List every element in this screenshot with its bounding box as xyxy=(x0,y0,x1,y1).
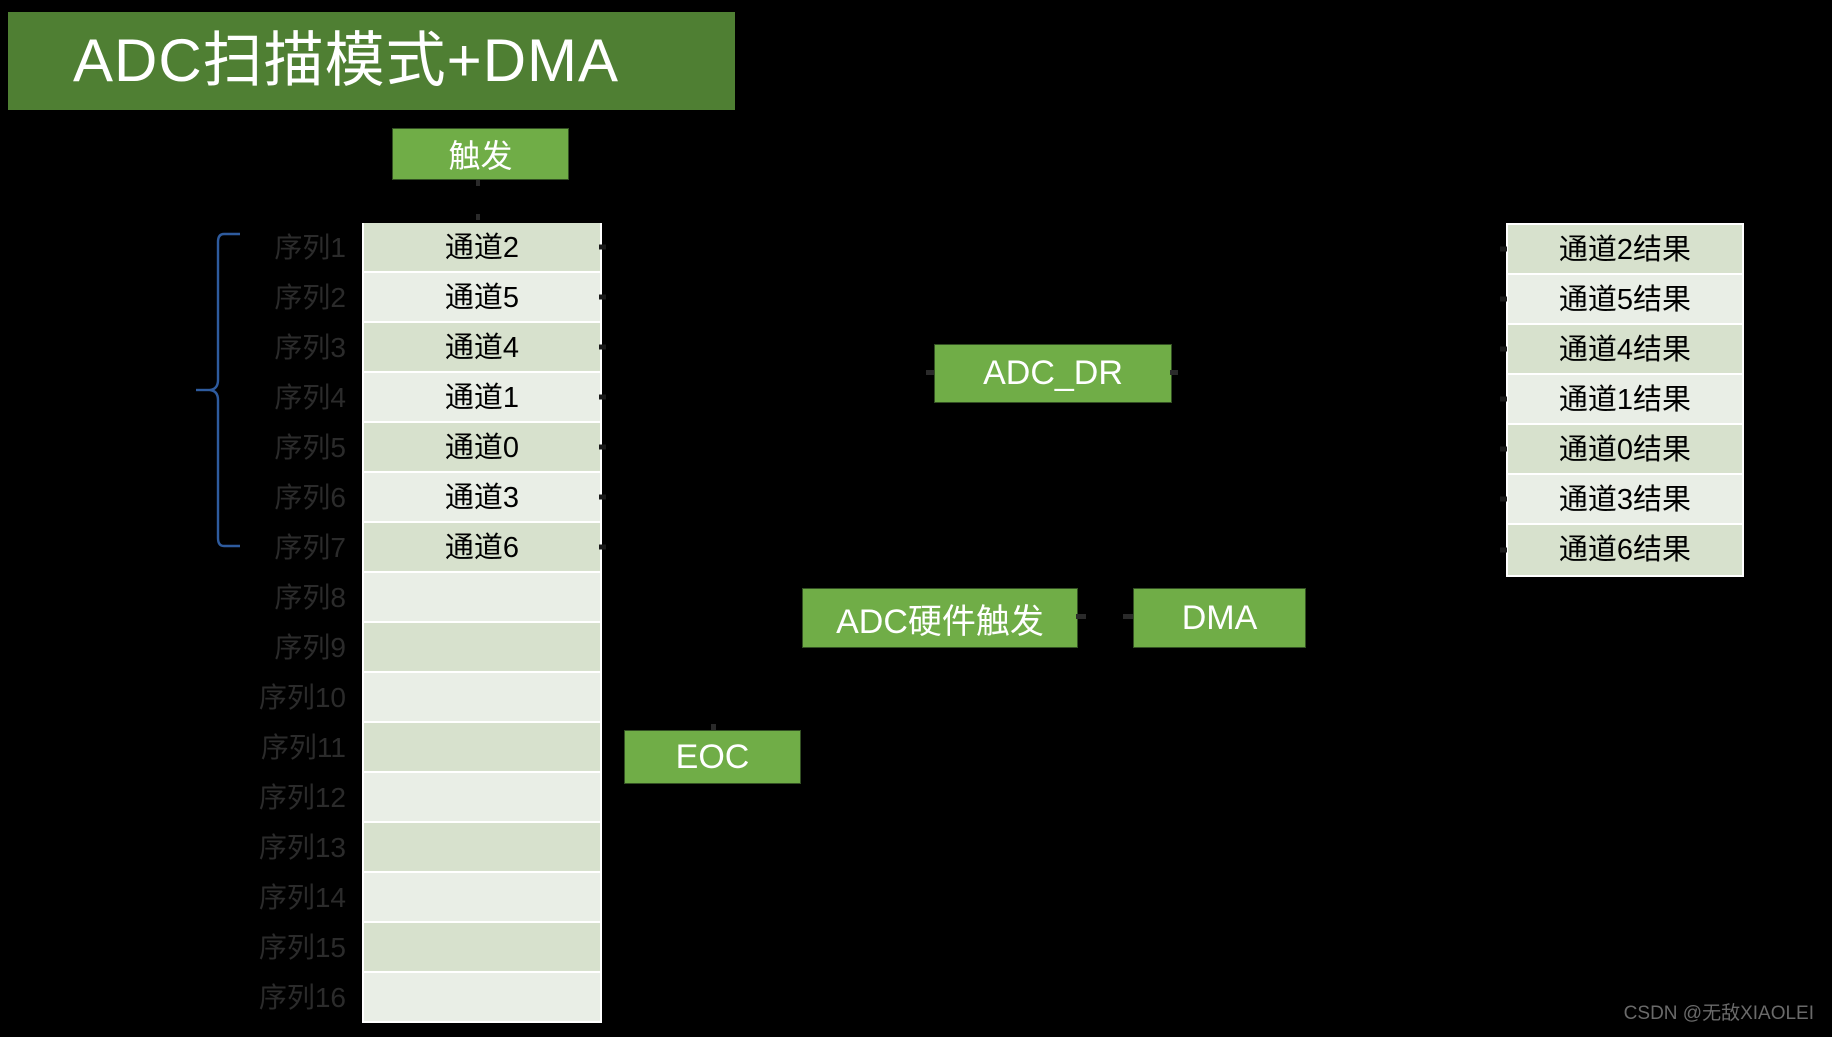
result-row[interactable]: 通道4结果 xyxy=(1500,325,1742,375)
trigger-box-label: 触发 xyxy=(448,138,513,174)
sequence-label: 序列15 xyxy=(258,932,346,963)
sequence-label: 序列1 xyxy=(274,232,346,263)
result-row-label: 通道5结果 xyxy=(1558,284,1692,316)
channel-connector-stub xyxy=(599,444,606,450)
channel-row[interactable]: 通道0 xyxy=(364,423,606,473)
sequence-label: 序列4 xyxy=(274,382,346,413)
sequence-label: 序列9 xyxy=(274,632,346,663)
dma-box-label: DMA xyxy=(1181,598,1258,637)
sequence-group-brace xyxy=(196,232,242,548)
result-row-label: 通道0结果 xyxy=(1558,434,1692,466)
channel-row[interactable] xyxy=(364,973,600,1023)
channel-connector-stub xyxy=(599,494,606,500)
result-connector-stub xyxy=(1500,296,1507,302)
result-connector-stub xyxy=(1500,496,1507,502)
result-row-label: 通道1结果 xyxy=(1558,384,1692,416)
channel-row[interactable] xyxy=(364,823,600,873)
adc-dr-right-stub xyxy=(1170,370,1178,375)
channel-connector-stub xyxy=(599,544,606,550)
result-row[interactable]: 通道3结果 xyxy=(1500,475,1742,525)
trigger-connector-stub xyxy=(476,180,480,186)
adc-hw-trigger-right-stub xyxy=(1076,614,1086,619)
channel-row[interactable] xyxy=(364,573,600,623)
sequence-label: 序列16 xyxy=(258,982,346,1013)
channel-row-label: 通道5 xyxy=(444,282,520,314)
eoc-box[interactable]: EOC xyxy=(624,730,801,784)
result-row[interactable]: 通道2结果 xyxy=(1500,225,1742,275)
sequence-label: 序列11 xyxy=(260,732,346,763)
channel-connector-stub xyxy=(599,244,606,250)
channel-row[interactable] xyxy=(364,923,600,973)
result-connector-stub xyxy=(1500,547,1507,553)
result-connector-stub xyxy=(1500,396,1507,402)
channel-row[interactable] xyxy=(364,773,600,823)
channel-row[interactable]: 通道3 xyxy=(364,473,606,523)
result-connector-stub xyxy=(1500,446,1507,452)
result-row-label: 通道3结果 xyxy=(1558,484,1692,516)
channel-row-label: 通道0 xyxy=(444,432,520,464)
result-row[interactable]: 通道0结果 xyxy=(1500,425,1742,475)
channel-table: 通道2 通道5 通道4 通道1 通道0 通道3 通道6 xyxy=(362,223,606,1023)
channel-row[interactable]: 通道1 xyxy=(364,373,606,423)
dma-left-stub xyxy=(1123,614,1133,619)
result-row[interactable]: 通道1结果 xyxy=(1500,375,1742,425)
watermark: CSDN @无敌XIAOLEI xyxy=(1623,1003,1814,1024)
result-row-label: 通道6结果 xyxy=(1558,534,1692,566)
adc-dr-left-stub xyxy=(926,370,934,375)
adc-dr-box-label: ADC_DR xyxy=(983,354,1123,392)
sequence-label: 序列3 xyxy=(274,332,346,363)
sequence-label: 序列13 xyxy=(258,832,346,863)
channel-row-label: 通道2 xyxy=(444,232,520,264)
channel-row-label: 通道4 xyxy=(444,332,520,364)
channel-row[interactable] xyxy=(364,723,600,773)
trigger-box[interactable]: 触发 xyxy=(392,128,569,180)
channel-row-label: 通道3 xyxy=(444,482,520,514)
result-connector-stub xyxy=(1500,346,1507,352)
brace-icon xyxy=(196,232,240,548)
channel-row-label: 通道6 xyxy=(444,532,520,564)
sequence-label: 序列8 xyxy=(274,582,346,613)
sequence-label-column: 序列1 序列2 序列3 序列4 序列5 序列6 序列7 序列8 序列9 序列10 序列11 序列12 序… xyxy=(244,223,356,1023)
sequence-label: 序列2 xyxy=(274,282,346,313)
adc-dr-box[interactable]: ADC_DR xyxy=(934,344,1172,403)
channel-row[interactable]: 通道6 xyxy=(364,523,606,573)
result-connector-stub xyxy=(1500,246,1507,252)
result-row[interactable]: 通道5结果 xyxy=(1500,275,1742,325)
adc-hardware-trigger-label: ADC硬件触发 xyxy=(836,602,1044,641)
dma-box[interactable]: DMA xyxy=(1133,588,1306,648)
trigger-to-table-stub xyxy=(476,214,480,220)
page-title: ADC扫描模式+DMA xyxy=(73,27,620,94)
result-row-label: 通道2结果 xyxy=(1558,234,1692,266)
adc-hardware-trigger-box[interactable]: ADC硬件触发 xyxy=(802,588,1078,648)
channel-row[interactable]: 通道5 xyxy=(364,273,606,323)
sequence-label: 序列7 xyxy=(274,532,346,563)
channel-row[interactable]: 通道2 xyxy=(364,223,606,273)
channel-row[interactable] xyxy=(364,673,600,723)
sequence-label: 序列5 xyxy=(274,432,346,463)
title-banner: ADC扫描模式+DMA xyxy=(8,12,735,110)
channel-row[interactable]: 通道4 xyxy=(364,323,606,373)
eoc-top-stub xyxy=(711,724,716,730)
channel-row[interactable] xyxy=(364,873,600,923)
channel-row-label: 通道1 xyxy=(444,382,520,414)
sequence-label: 序列10 xyxy=(258,682,346,713)
sequence-label: 序列6 xyxy=(274,482,346,513)
channel-connector-stub xyxy=(599,344,606,350)
sequence-label: 序列12 xyxy=(258,782,346,813)
results-table: 通道2结果通道5结果通道4结果通道1结果通道0结果通道3结果通道6结果 xyxy=(1500,223,1744,577)
sequence-label: 序列14 xyxy=(258,882,346,913)
channel-row[interactable] xyxy=(364,623,600,673)
eoc-box-label: EOC xyxy=(675,737,750,776)
channel-connector-stub xyxy=(599,394,606,400)
result-row-label: 通道4结果 xyxy=(1558,334,1692,366)
channel-connector-stub xyxy=(599,294,606,300)
result-row[interactable]: 通道6结果 xyxy=(1500,525,1742,575)
